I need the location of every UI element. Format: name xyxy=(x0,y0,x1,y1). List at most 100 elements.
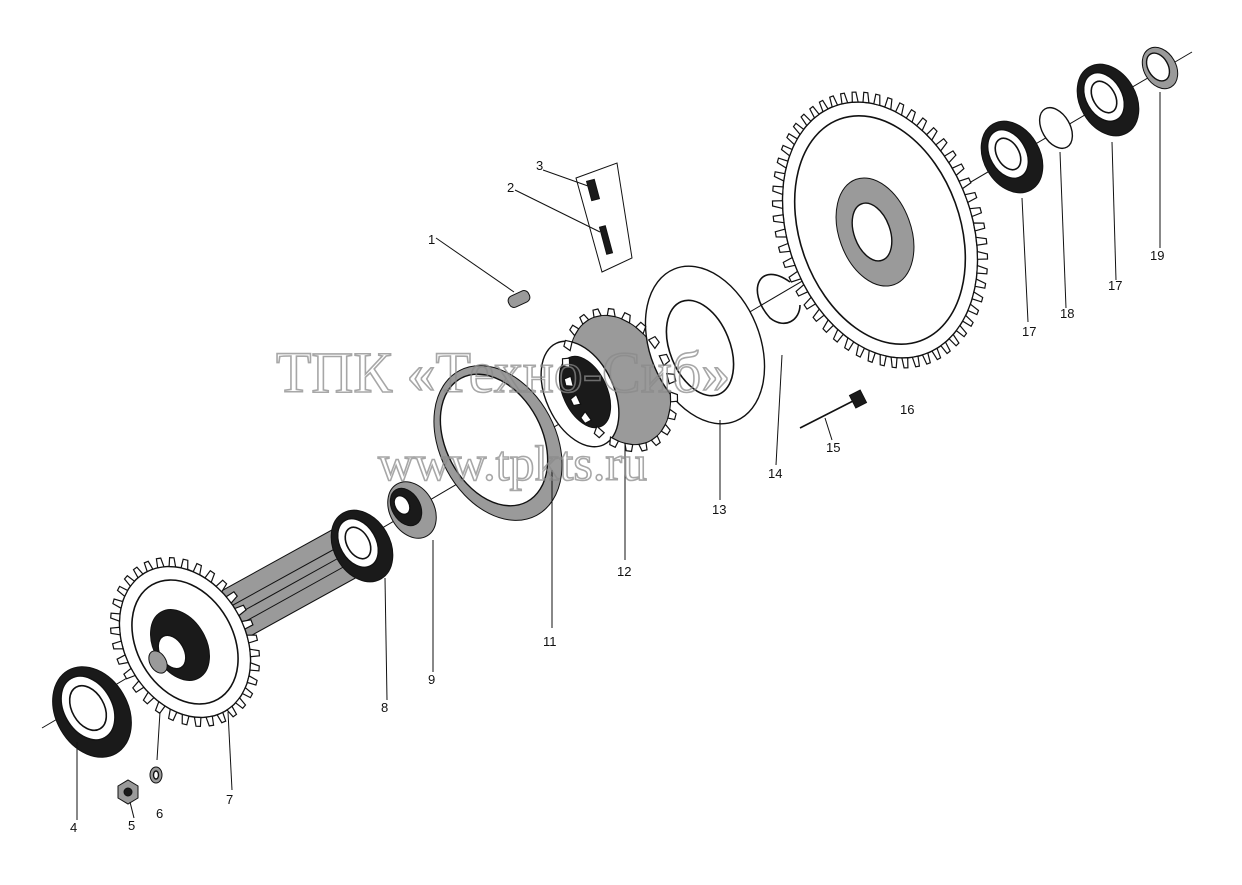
part-4-bearing xyxy=(52,666,132,758)
gear-tooth xyxy=(665,372,677,385)
gear-tooth xyxy=(862,91,870,104)
callout-2: 2 xyxy=(507,180,514,195)
gear-tooth xyxy=(855,343,866,358)
callout-15: 15 xyxy=(826,440,840,455)
gear-tooth xyxy=(971,291,984,303)
gear-tooth xyxy=(780,144,793,157)
part-8-bearing xyxy=(330,509,394,583)
gear-tooth xyxy=(812,308,825,323)
gear-tooth xyxy=(774,228,788,238)
gear-tooth xyxy=(234,604,247,617)
part-15-bolt xyxy=(799,389,868,429)
parts-2-3-box xyxy=(575,162,633,273)
gear-tooth xyxy=(890,356,898,369)
gear-tooth xyxy=(792,122,805,136)
gear-tooth xyxy=(123,574,136,588)
gear-tooth xyxy=(109,626,121,636)
gear-tooth xyxy=(967,303,980,316)
gear-tooth xyxy=(958,177,972,190)
part-9-hub xyxy=(387,481,437,539)
callout-14: 14 xyxy=(768,466,782,481)
part-13-disc xyxy=(644,265,766,425)
gear-tooth xyxy=(234,696,247,710)
part-18-ring xyxy=(1038,107,1074,149)
watermark-url: www.tpkts.ru xyxy=(378,435,647,491)
gear-tooth xyxy=(788,270,802,283)
part-11-ring xyxy=(433,365,563,521)
gear-tooth xyxy=(925,126,938,142)
gear-tooth xyxy=(609,436,620,449)
gear-tooth xyxy=(818,99,829,113)
gear-tooth xyxy=(154,700,166,715)
gear-tooth xyxy=(828,95,839,108)
gear-tooth xyxy=(772,214,785,224)
gear-teeth xyxy=(109,91,989,728)
gear-tooth xyxy=(192,562,203,576)
gear-tooth xyxy=(961,314,974,328)
gear-tooth xyxy=(249,661,260,672)
gear-tooth xyxy=(771,200,784,210)
watermark-company: ТПК «Техно-Сиб» xyxy=(276,340,730,405)
part-5-nut xyxy=(117,779,139,805)
gear-tooth xyxy=(132,680,145,694)
gear-tooth xyxy=(867,349,876,364)
gear-tooth xyxy=(667,408,677,421)
gear-tooth xyxy=(168,556,177,568)
gear-tooth xyxy=(580,410,593,425)
gear-tooth xyxy=(772,185,784,196)
gear-tooth xyxy=(563,375,575,388)
callout-7: 7 xyxy=(226,792,233,807)
gear-tooth xyxy=(624,442,634,453)
callout-16: 16 xyxy=(900,402,914,417)
gear-tooth xyxy=(776,157,789,169)
gear-tooth xyxy=(894,102,905,117)
gear-tooth xyxy=(592,308,602,318)
gear-tooth xyxy=(193,716,202,728)
gear-tooth xyxy=(809,105,820,119)
gear-tooth xyxy=(647,335,660,350)
gear-tooth xyxy=(561,357,571,369)
gear-tooth xyxy=(951,163,965,177)
callout-17a: 17 xyxy=(1022,324,1036,339)
gear-tooth xyxy=(181,713,190,726)
gear-tooth xyxy=(879,353,887,367)
part-17-bearing-b xyxy=(1076,63,1140,137)
gear-tooth xyxy=(777,242,791,253)
gear-tooth xyxy=(884,96,893,111)
gear-tooth xyxy=(606,307,616,318)
gear-tooth xyxy=(974,278,987,289)
gear-tooth xyxy=(143,560,154,573)
gear-tooth xyxy=(620,311,631,324)
gear-tooth xyxy=(658,353,671,367)
gear-tooth xyxy=(249,648,261,658)
gear-tooth xyxy=(773,171,786,182)
gear-tooth xyxy=(943,150,957,164)
gear-tooth xyxy=(915,117,928,132)
gear-tooth xyxy=(116,654,130,665)
gear-tooth xyxy=(786,132,799,146)
callout-13: 13 xyxy=(712,502,726,517)
gear-tooth xyxy=(155,557,165,569)
gear-tooth xyxy=(822,318,835,334)
gear-tooth xyxy=(111,640,124,650)
part-6-washer xyxy=(149,766,163,784)
gear-tooth xyxy=(803,296,817,310)
gear-tooth xyxy=(569,393,582,407)
callout-11: 11 xyxy=(543,634,557,649)
part-14-snap-ring xyxy=(756,273,801,324)
gear-tooth xyxy=(940,341,951,355)
callout-9: 9 xyxy=(428,672,435,687)
gear-tooth xyxy=(782,256,796,269)
part-17-bearing-a xyxy=(980,120,1044,194)
gear-tooth xyxy=(216,711,227,724)
leader-lines xyxy=(76,92,1161,820)
gear-tooth xyxy=(204,569,216,584)
gear-tooth xyxy=(976,264,988,275)
gear-tooth xyxy=(832,328,845,343)
gear-tooth xyxy=(935,137,948,152)
gear-tooth xyxy=(634,321,647,335)
callout-17b: 17 xyxy=(1108,278,1122,293)
callout-18: 18 xyxy=(1060,306,1074,321)
gear-tooth xyxy=(112,598,124,610)
